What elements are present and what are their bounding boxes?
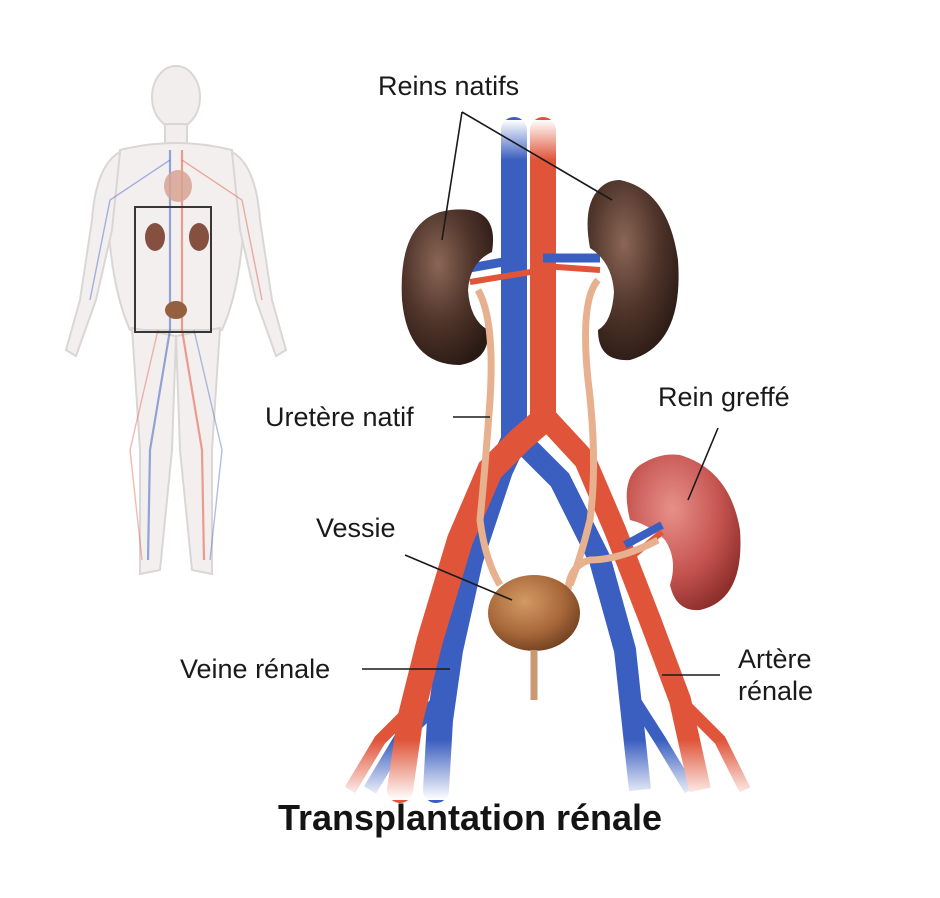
- label-bladder: Vessie: [316, 513, 396, 543]
- label-renal-artery-line2: rénale: [738, 676, 813, 706]
- diagram-title: Transplantation rénale: [278, 797, 662, 838]
- label-native-ureter: Uretère natif: [265, 402, 414, 432]
- label-transplanted-kidney: Rein greffé: [658, 382, 790, 412]
- label-renal-artery-line1: Artère: [738, 644, 812, 674]
- native-kidney-right: [587, 180, 679, 361]
- transplanted-kidney: [626, 454, 741, 611]
- leader-lines: [362, 111, 720, 676]
- bladder: [488, 575, 580, 651]
- native-kidney-left: [401, 209, 494, 365]
- human-body-silhouette-icon: [64, 65, 288, 576]
- label-native-kidneys: Reins natifs: [378, 71, 519, 101]
- anatomy-illustration: [330, 117, 770, 803]
- label-renal-vein: Veine rénale: [180, 654, 330, 684]
- native-ureter-left: [474, 288, 504, 587]
